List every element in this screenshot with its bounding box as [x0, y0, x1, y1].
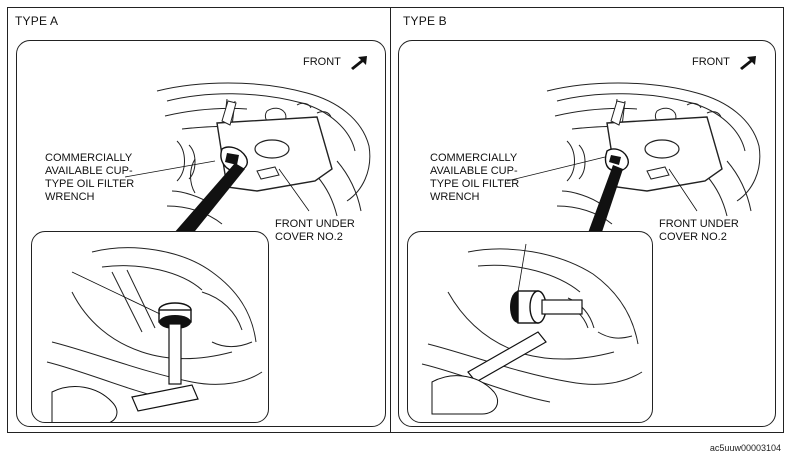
type-b-label: TYPE B — [403, 14, 447, 28]
type-a-panel — [16, 40, 386, 427]
type-a-detail-inset — [31, 231, 269, 423]
type-b-cover-callout: FRONT UNDER COVER NO.2 — [659, 218, 739, 243]
arrow-up-right-icon — [351, 56, 367, 70]
type-a-front-label: FRONT — [303, 56, 341, 68]
type-a-cover-callout: FRONT UNDER COVER NO.2 — [275, 218, 355, 243]
type-b-wrench-callout: COMMERCIALLY AVAILABLE CUP- TYPE OIL FIL… — [430, 152, 520, 203]
arrow-up-right-icon — [740, 56, 756, 70]
type-a-wrench-detail — [46, 247, 263, 422]
type-b-front-label: FRONT — [692, 56, 730, 68]
type-a-wrench-callout: COMMERCIALLY AVAILABLE CUP- TYPE OIL FIL… — [45, 152, 135, 203]
figure-code: ac5uuw00003104 — [709, 443, 781, 453]
type-a-engine-illustration — [124, 82, 371, 241]
figure-divider — [390, 7, 391, 432]
type-b-wrench-detail — [421, 243, 643, 415]
type-a-label: TYPE A — [15, 14, 59, 28]
type-b-detail-inset — [407, 231, 653, 423]
type-b-engine-illustration — [506, 82, 761, 241]
type-b-panel — [398, 40, 776, 427]
